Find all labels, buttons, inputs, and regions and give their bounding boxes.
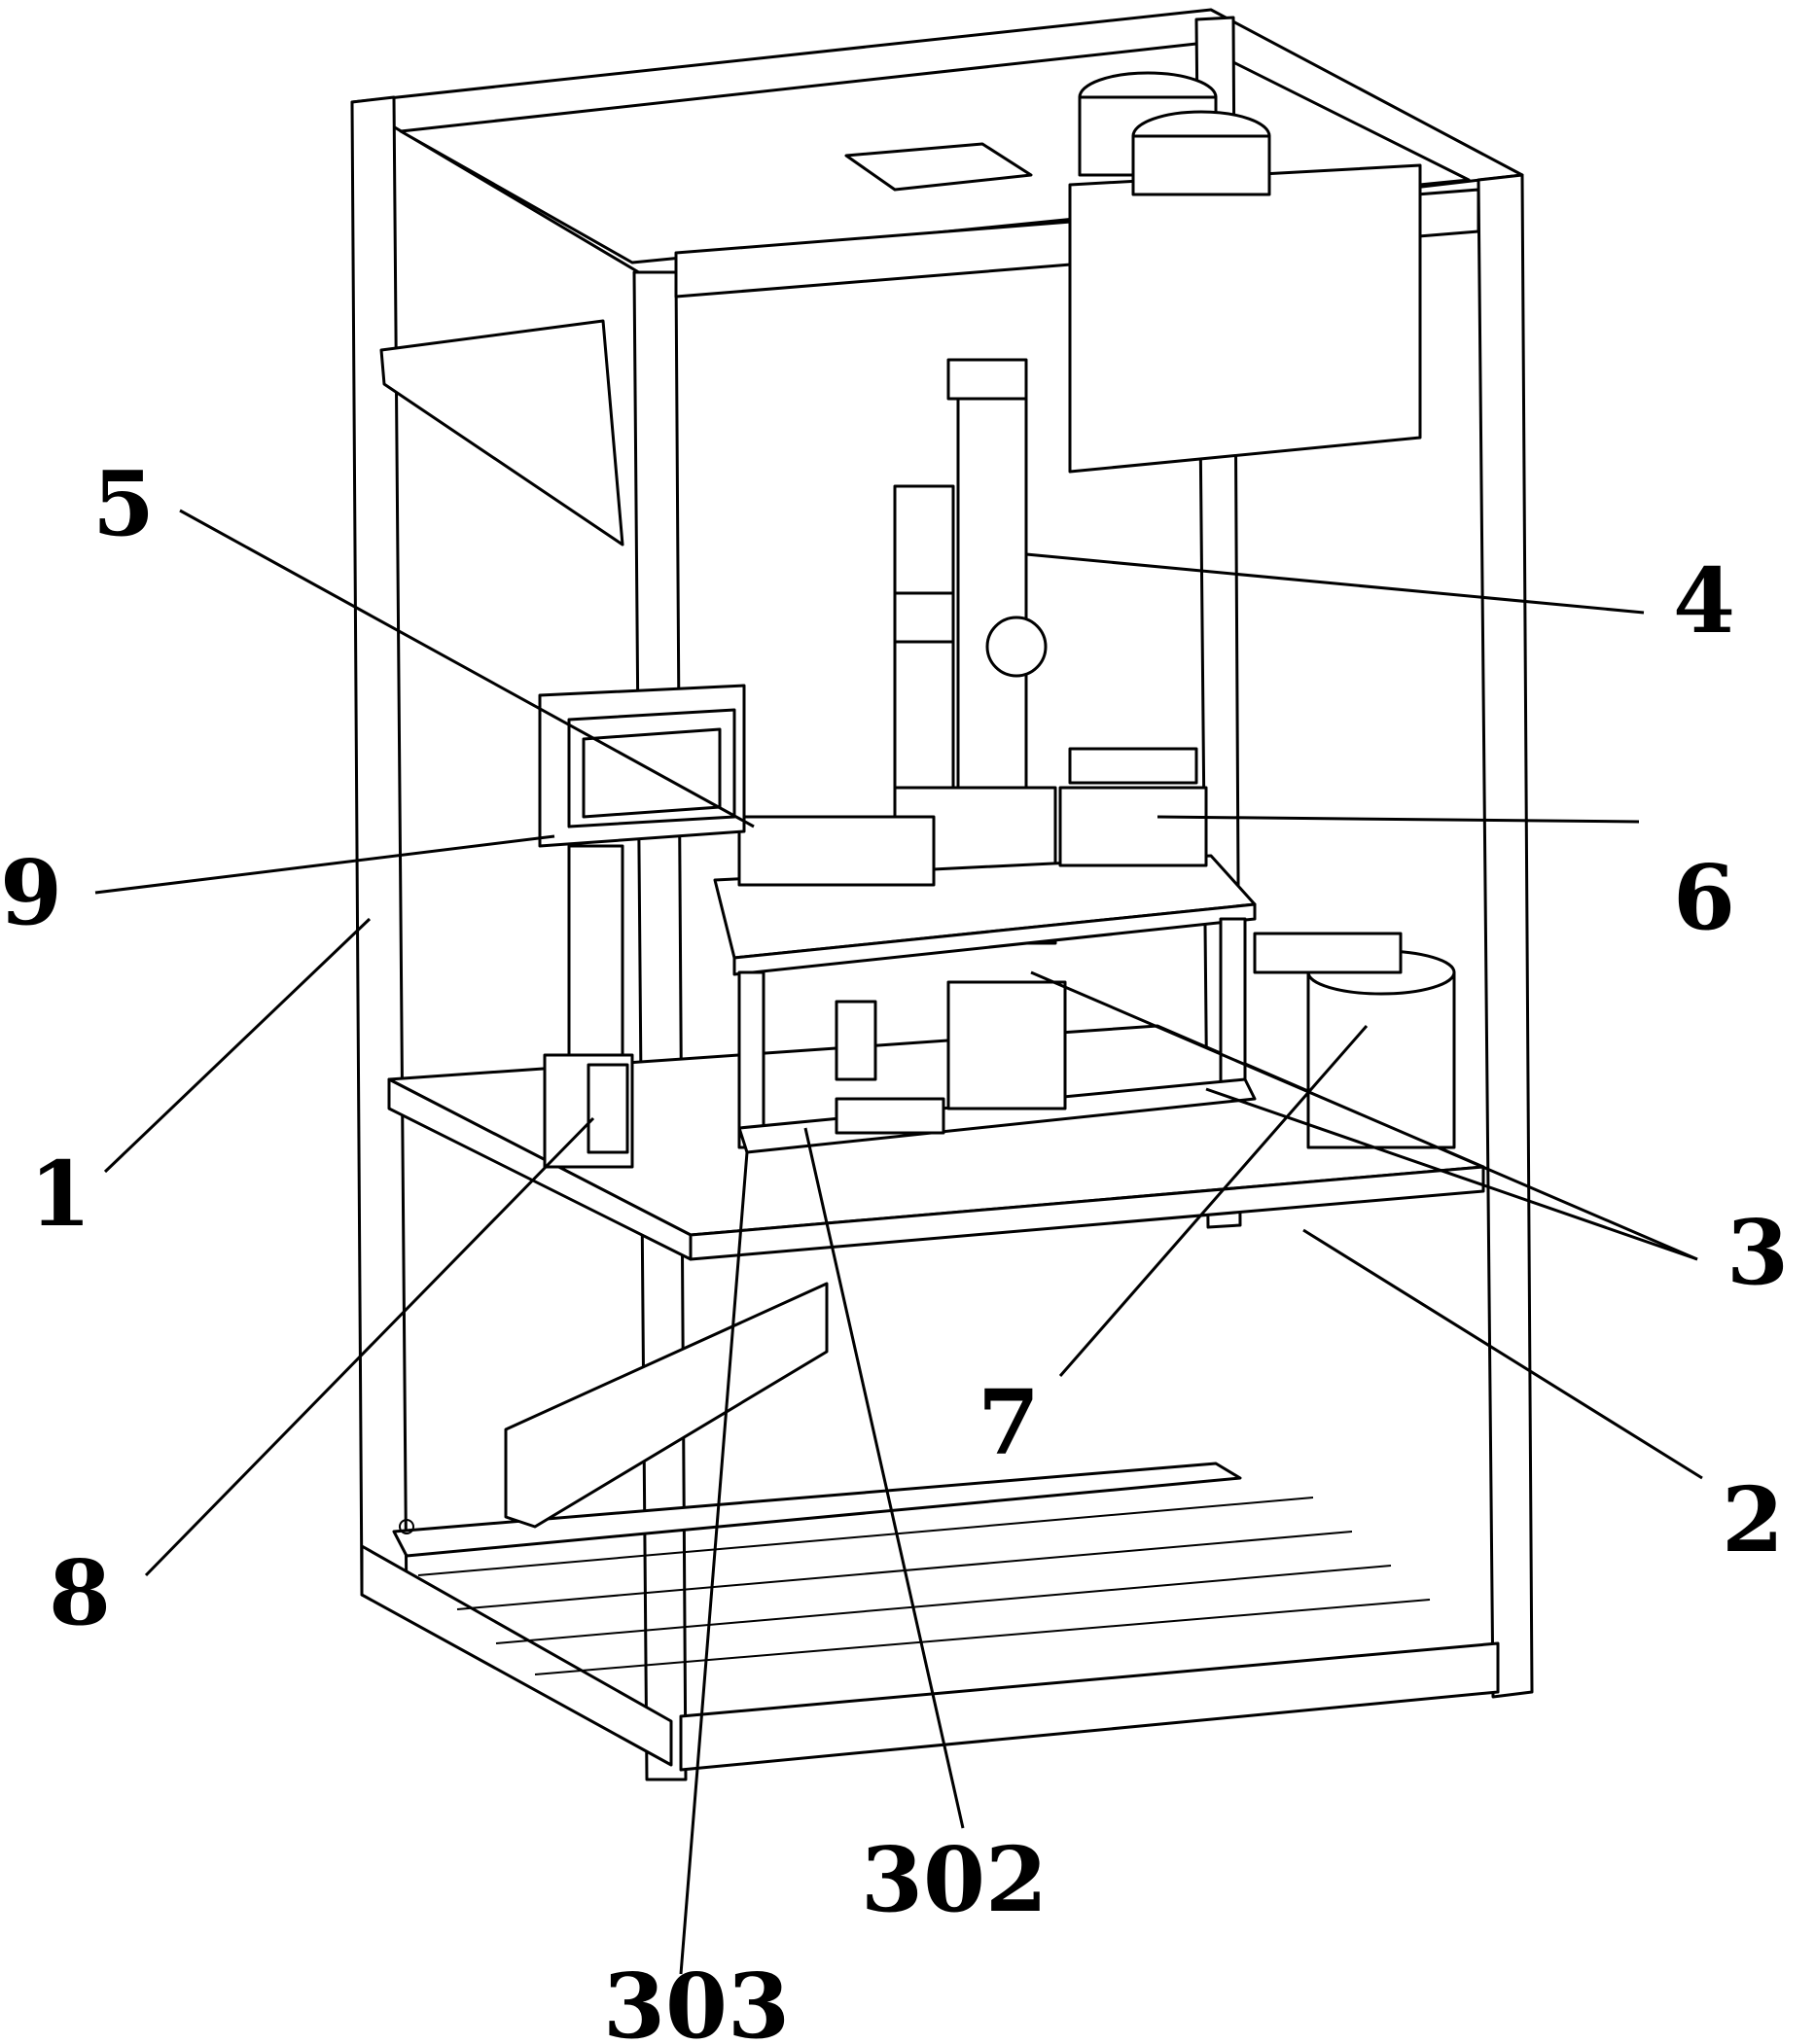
leader-1 — [105, 919, 370, 1172]
label-302: 302 — [861, 1827, 1048, 1932]
side-mechanism — [545, 1055, 632, 1167]
leader-303 — [681, 1152, 747, 1974]
leader-9 — [95, 836, 554, 893]
label-3: 3 — [1726, 1200, 1789, 1305]
leader-4 — [1026, 554, 1644, 613]
label-2: 2 — [1722, 1467, 1784, 1572]
label-1: 1 — [29, 1142, 91, 1247]
label-8: 8 — [49, 1540, 111, 1645]
label-4: 4 — [1673, 548, 1735, 653]
label-9: 9 — [0, 840, 62, 945]
label-7: 7 — [978, 1370, 1040, 1475]
label-5: 5 — [92, 451, 155, 556]
label-6: 6 — [1673, 845, 1735, 950]
label-303: 303 — [603, 1954, 790, 2044]
